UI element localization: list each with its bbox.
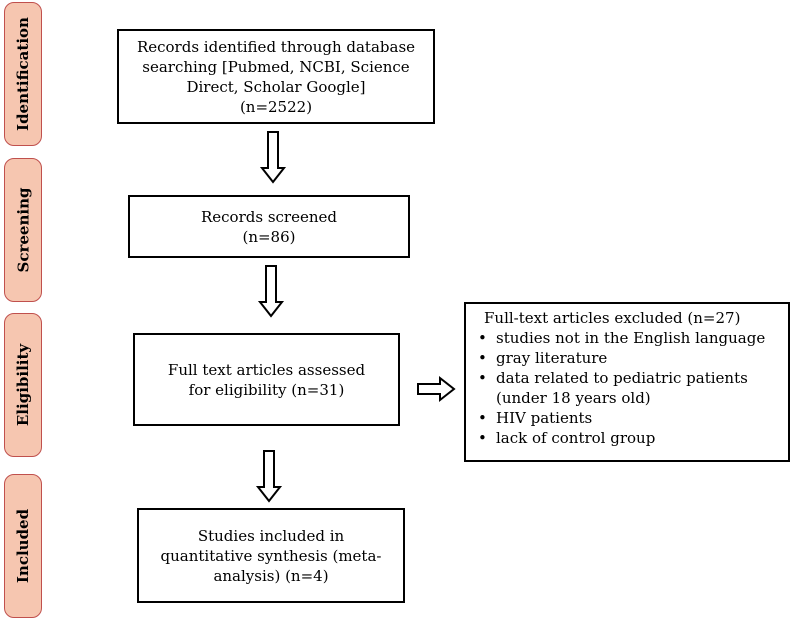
records-screened-text: Records screened (n=86) (200, 207, 337, 246)
arrow-right-icon (417, 375, 456, 403)
stage-included: Included (4, 474, 42, 618)
stage-identification: Identification (4, 2, 42, 146)
arrow-down-icon (255, 450, 283, 503)
records-identified-text: Records identified through database sear… (136, 37, 416, 116)
excluded-title: Full-text articles excluded (n=27) (484, 309, 741, 327)
arrow-down-icon (259, 131, 287, 184)
excluded-reason-item: HIV patients (476, 408, 782, 428)
stage-eligibility: Eligibility (4, 313, 42, 457)
records-screened-box: Records screened (n=86) (128, 195, 410, 258)
excluded-reason-item: studies not in the English language (476, 328, 782, 348)
stage-screening: Screening (4, 158, 42, 302)
arrow-down-icon (257, 265, 285, 318)
studies-included-text: Studies included in quantitative synthes… (160, 526, 382, 585)
excluded-reasons-list: studies not in the English language gray… (476, 328, 782, 448)
full-text-excluded-box: Full-text articles excluded (n=27) studi… (464, 302, 790, 462)
records-identified-box: Records identified through database sear… (117, 29, 435, 124)
excluded-reason-item: data related to pediatric patients (unde… (476, 368, 782, 408)
excluded-reason-item: lack of control group (476, 428, 782, 448)
excluded-reason-item: gray literature (476, 348, 782, 368)
full-text-assessed-text: Full text articles assessed for eligibil… (167, 360, 366, 399)
studies-included-box: Studies included in quantitative synthes… (137, 508, 405, 603)
full-text-assessed-box: Full text articles assessed for eligibil… (133, 333, 400, 426)
